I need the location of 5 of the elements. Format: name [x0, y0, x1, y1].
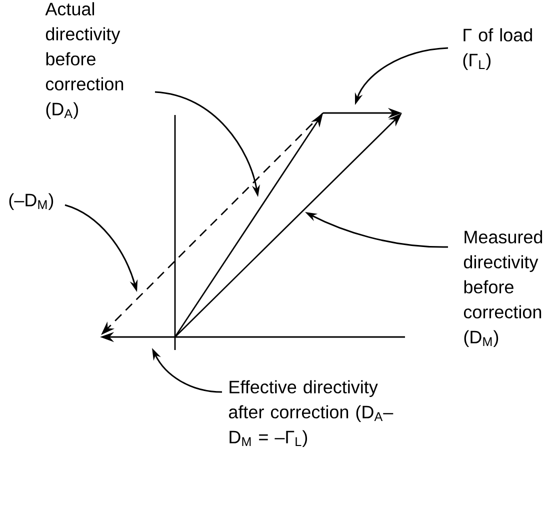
- callout-text: Effective directivity after correction (D$_{A}$–D$_{M}$ = –Γ$_{L}$): [228, 380, 394, 447]
- callout-text: Actual directivity before correction (D$_{A}$): [45, 2, 124, 119]
- callout-text: Measured directivity before correction (D$_{M}$): [464, 230, 542, 347]
- callout-text: Γ of load (Γ$_{L}$): [463, 28, 532, 70]
- callout-text: (–D$_{M}$): [9, 193, 54, 210]
